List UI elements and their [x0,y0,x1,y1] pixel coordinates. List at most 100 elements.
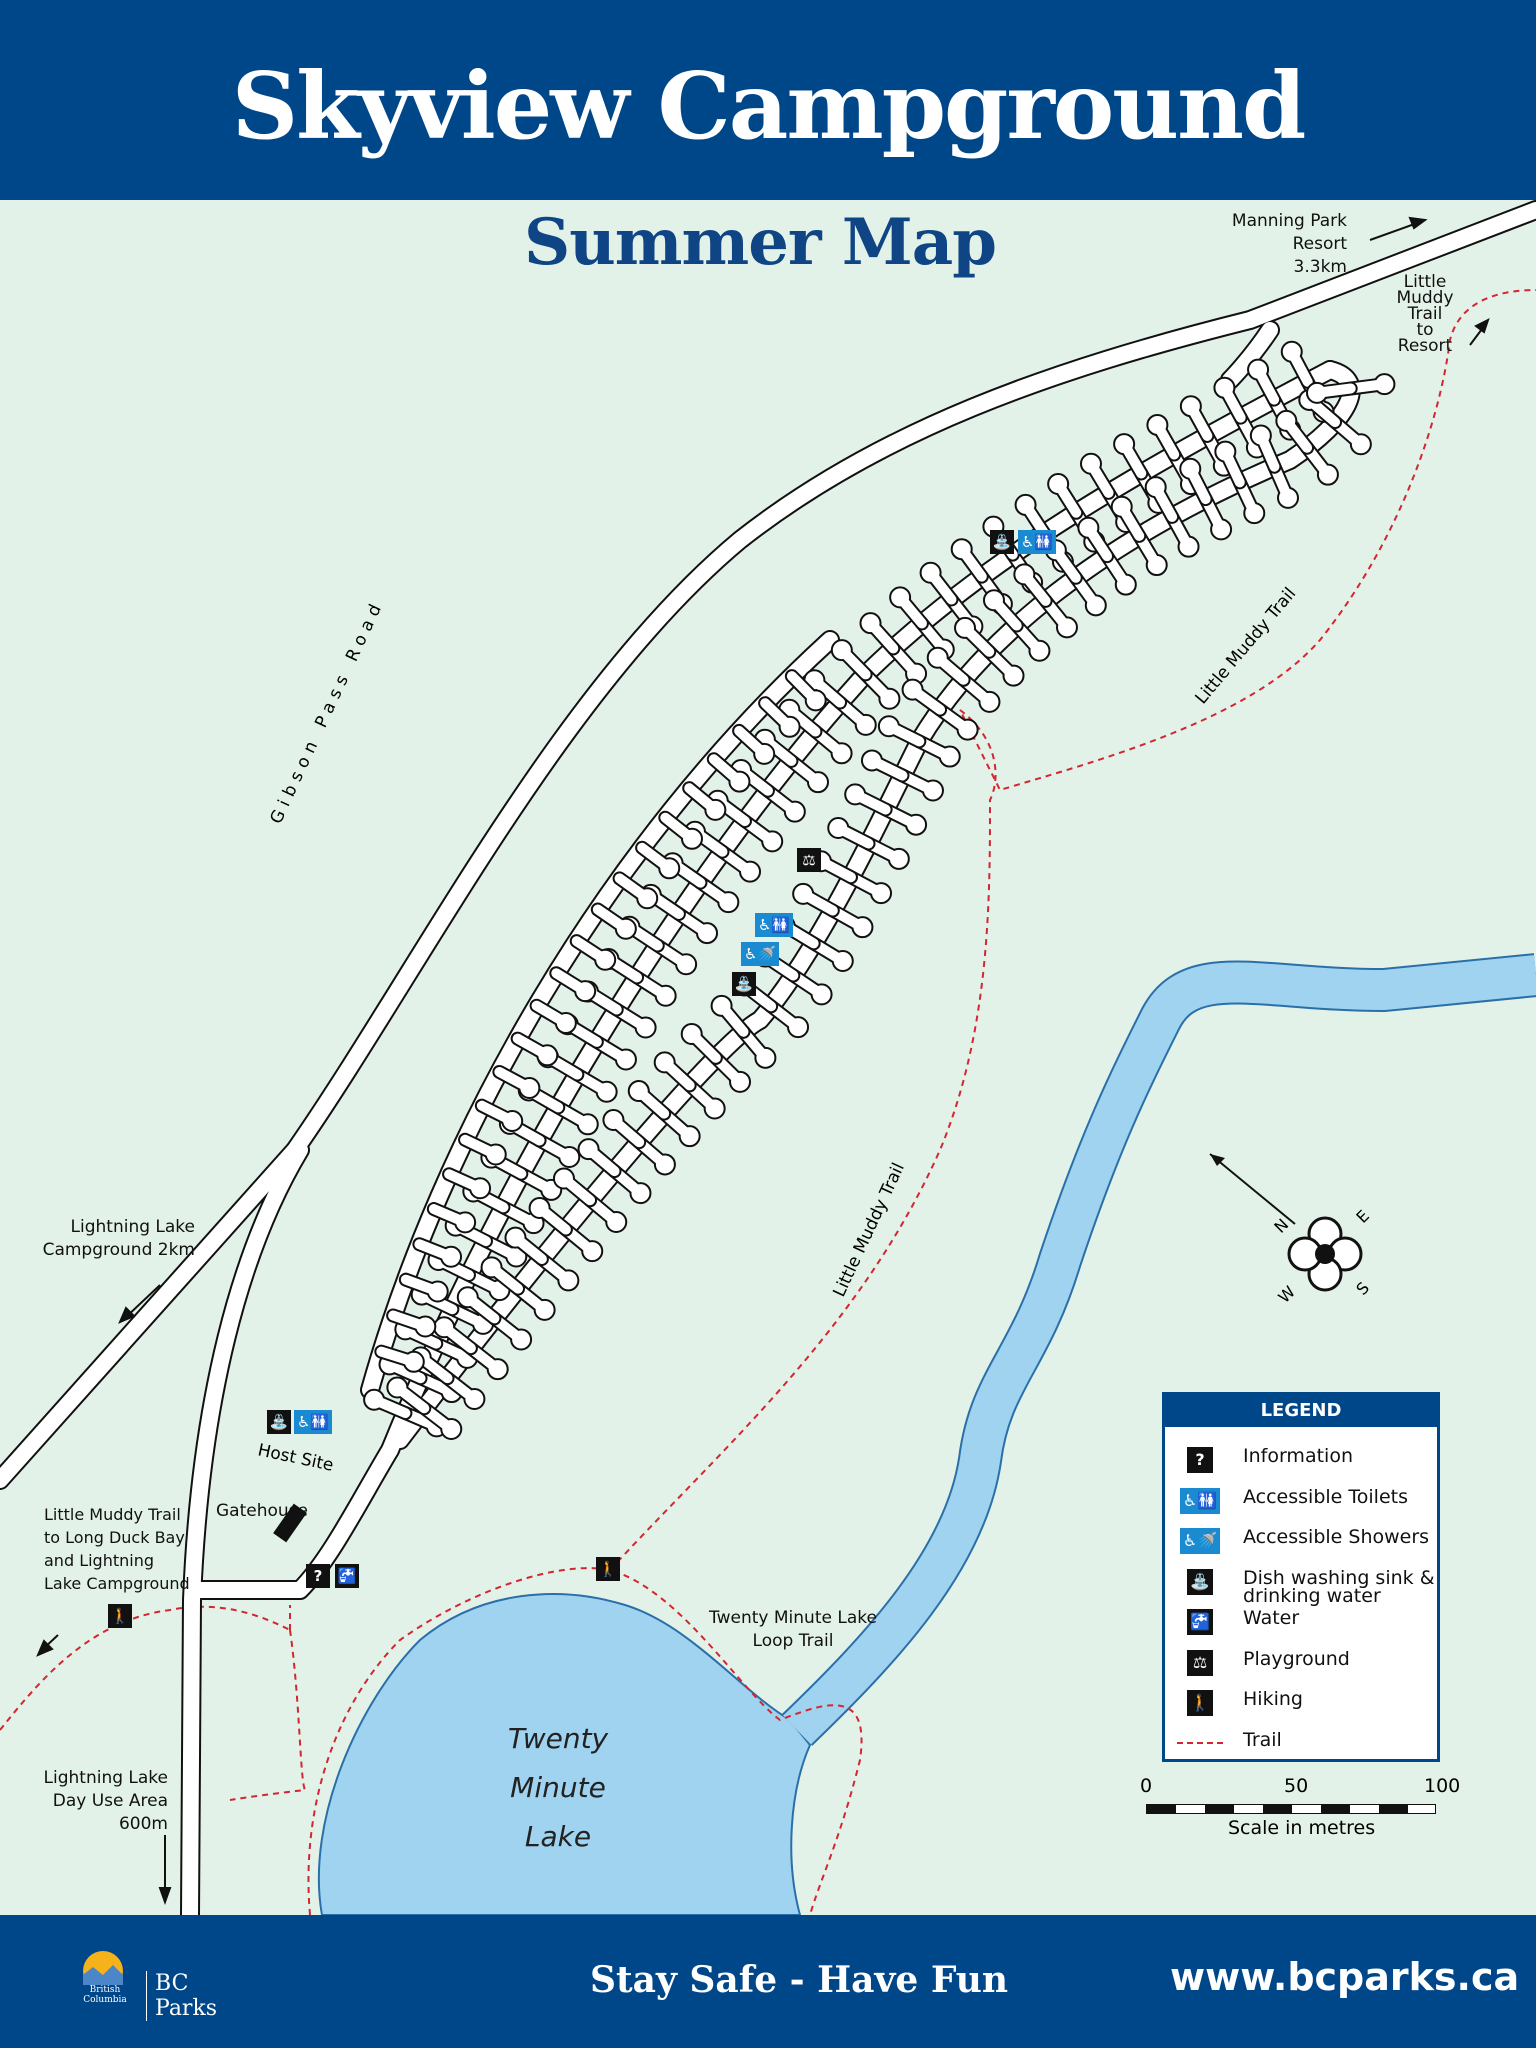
scale-tick-50: 50 [1284,1775,1309,1797]
trails [0,289,1536,1915]
campsite-spur [1185,401,1213,441]
svg-text:Twenty: Twenty [508,1722,609,1755]
legend-label: Accessible Showers [1243,1526,1430,1548]
campsite-spur [486,1262,524,1294]
hiking-icon: 🚶 [1187,1690,1213,1716]
campsite-spur [1119,439,1147,479]
bc-sun-logo-icon [83,1951,123,1985]
campsite-spur [1220,446,1245,488]
legend-label: Dish washing sink & drinking water [1243,1566,1435,1607]
trail-line-icon [1177,1741,1223,1744]
accessible-toilets-icon: ♿🚻 [755,913,793,937]
campsite-spur [633,1086,670,1119]
campsite-spur [1185,463,1211,505]
legend-item: ⚖Playground [1165,1644,1437,1680]
campsite-spur [376,1346,419,1367]
page-subtitle: Summer Map [524,205,997,280]
campsite-spur [865,618,899,654]
campsite-spur [1253,364,1280,405]
website-link[interactable]: www.bcparks.ca [1170,1955,1520,1999]
campsite-spur [583,1144,620,1177]
scale-label: Scale in metres [1228,1817,1376,1839]
campsite-spur [400,1274,443,1297]
water-tap-icon: 🚰 [335,1564,359,1588]
accessible-showers-icon: ♿🚿 [741,942,779,966]
campsite-spur [932,652,969,685]
roads [0,200,1536,1915]
campsite-spur [1281,415,1313,453]
campsite-spur [614,873,653,904]
host-site-label: Host Site [256,1440,335,1476]
accessible-showers-icon: ♿🚿 [1180,1528,1220,1554]
campsite-spur [925,567,957,605]
campsite-spur [833,823,874,849]
little-muddy-trail-south [609,289,1536,1571]
campsite-spur [476,1100,518,1127]
campsite-spur [907,684,946,715]
legend-item: ♿🚻Accessible Toilets [1165,1482,1437,1518]
legend-label: Water [1243,1607,1300,1629]
campsite-spur [686,1028,721,1063]
legend-label: Information [1243,1445,1353,1467]
accessible-toilets-icon: ♿🚻 [1180,1487,1220,1514]
header-banner: Skyview Campground [0,0,1536,200]
legend-item: ⛲ Dish washing sink & drinking water [1165,1563,1437,1605]
campsite-spur [512,1033,553,1061]
page-title: Skyview Campground [231,52,1307,160]
campsite-spur [462,1292,500,1324]
gatehouse-building [273,1503,307,1543]
lake-label: Twenty Minute Lake [508,1722,609,1853]
campsite-spur [1152,419,1180,460]
accessible-toilets-icon: ♿🚻 [1018,530,1056,554]
campsite-spur [414,1239,457,1262]
direction-arrows [36,216,1490,1905]
campsite-spur [571,936,611,965]
hiking-icon: 🚶 [596,1557,620,1581]
campground-map: N E S W Gibson Pass Road Little Muddy Tr… [0,200,1536,1915]
campsite-spur [866,755,908,781]
campsite-spur [510,1232,547,1265]
campsite-spur [836,645,871,680]
legend-label: Hiking [1243,1688,1303,1710]
campsite-spur [716,1000,749,1037]
dish-washing-sink-icon: ⛲ [1187,1568,1213,1595]
hiking-icon: 🚶 [108,1604,132,1628]
information-icon: ? [306,1564,330,1588]
campsite-spur [786,671,821,706]
water-tap-icon: 🚰 [1187,1609,1213,1635]
compass-e: E [1352,1206,1373,1227]
campsite-spur [439,1322,476,1354]
campsite-spur [708,754,745,787]
campsite-spur [956,544,987,582]
scale-tick-0: 0 [1140,1775,1153,1797]
campsite-spur [592,904,631,934]
campsite-spur [637,842,675,874]
little-muddy-trail-west [0,1605,307,1801]
campsite-spur [392,1382,430,1414]
campsite-spur [850,789,891,815]
legend-title: LEGEND [1165,1395,1437,1427]
campsite-spur [815,856,857,883]
campsite-spur [1020,499,1050,539]
playground-icon: ⚖ [797,848,821,872]
campsite-spur [494,1066,535,1093]
campsite-spur [660,812,697,844]
campsite-spur [1286,346,1313,387]
campsite-spur [734,725,770,759]
little-muddy-trail-label-2: Little Muddy Trail [829,1160,909,1300]
campsite-spur [659,1057,695,1091]
legend-item: ?Information [1165,1441,1437,1477]
campsite-spur [608,1114,645,1148]
campsite-spur [444,1169,486,1194]
loop-trail [307,1567,863,1915]
legend-item: 🚶 Hiking [1165,1684,1437,1720]
campsite-spur [960,622,995,657]
legend-item: ♿🚿 Accessible Showers [1165,1522,1437,1558]
campsite-spur [1255,430,1280,472]
